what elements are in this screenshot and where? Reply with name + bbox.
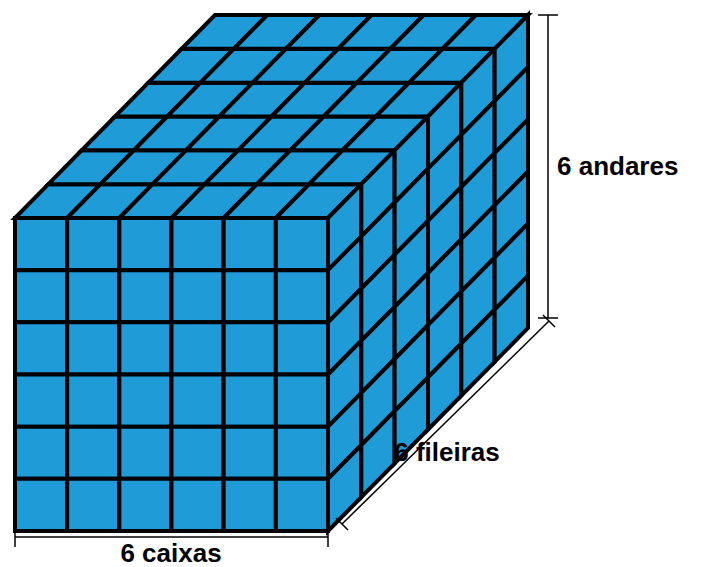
depth-dimension <box>342 321 549 524</box>
box-cell <box>67 479 119 531</box>
dimension-tick <box>336 518 348 530</box>
box-cell <box>15 322 67 374</box>
dimension-tick <box>14 527 16 547</box>
box-cell <box>276 479 328 531</box>
box-cell <box>172 270 224 322</box>
dimension-tick <box>538 14 558 16</box>
box-cell <box>15 218 67 270</box>
height-label: 6 andares <box>557 153 678 179</box>
box-cell <box>276 427 328 479</box>
box-cell <box>67 322 119 374</box>
box-cell <box>119 375 171 427</box>
box-cell <box>276 270 328 322</box>
box-cell <box>67 270 119 322</box>
box-cell <box>224 375 276 427</box>
box-cell <box>172 322 224 374</box>
box-cell <box>224 427 276 479</box>
box-cell <box>119 427 171 479</box>
box-cell <box>328 445 361 531</box>
dimension-tick <box>327 527 329 547</box>
box-cell <box>224 270 276 322</box>
box-cell <box>224 479 276 531</box>
dimension-tick <box>538 317 558 319</box>
box-cell <box>276 375 328 427</box>
box-cell <box>428 344 461 430</box>
width-dimension <box>15 536 328 538</box>
box-cell <box>224 218 276 270</box>
box-cell <box>67 218 119 270</box>
depth-label: 6 fileiras <box>394 439 500 465</box>
dimension-tick <box>543 315 555 327</box>
box-cell <box>119 218 171 270</box>
width-label: 6 caixas <box>120 540 221 566</box>
box-cell <box>461 310 494 396</box>
box-cell <box>361 411 394 497</box>
box-cell <box>172 479 224 531</box>
box-cube <box>15 15 528 531</box>
box-cell <box>119 479 171 531</box>
box-cell <box>276 322 328 374</box>
box-cell <box>67 375 119 427</box>
box-cell <box>224 322 276 374</box>
height-dimension <box>547 15 549 318</box>
box-cell <box>15 375 67 427</box>
box-cell <box>495 276 528 362</box>
box-cell <box>276 218 328 270</box>
box-cell <box>15 479 67 531</box>
box-cell <box>172 218 224 270</box>
box-cell <box>67 427 119 479</box>
box-cell <box>15 270 67 322</box>
box-cell <box>172 375 224 427</box>
box-cell <box>119 270 171 322</box>
box-cell <box>119 322 171 374</box>
box-cell <box>172 427 224 479</box>
dimension-lines <box>15 15 558 547</box>
box-cell <box>15 427 67 479</box>
